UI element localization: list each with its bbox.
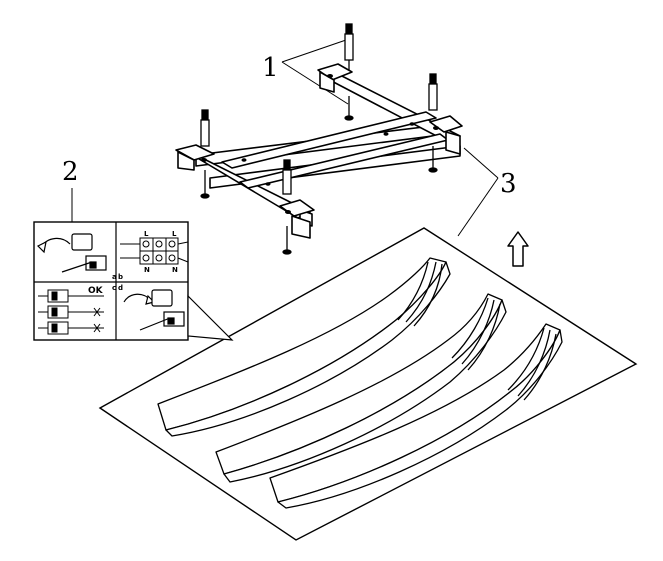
screw-icon: [282, 159, 292, 195]
mounting-bracket: [175, 63, 463, 239]
connector-label-b: b: [118, 273, 123, 281]
callout-3-leaders: [457, 147, 499, 237]
terminal-label-n2: N: [172, 266, 178, 274]
screw-icon: [428, 73, 438, 111]
screw-icon: [344, 96, 354, 121]
terminal-label-l1: L: [144, 230, 149, 238]
screw-anchor-set: [200, 23, 438, 255]
connector-attach-icon: [123, 289, 185, 331]
screw-icon: [428, 146, 438, 173]
callout-1: 1: [262, 53, 279, 83]
connector-label-c: c: [112, 284, 116, 292]
ok-label: OK: [88, 286, 104, 296]
screw-icon: [282, 226, 292, 255]
callout-1-leaders: [281, 39, 349, 105]
connector-insert-icon: [36, 233, 107, 273]
up-arrow-icon: [507, 231, 529, 267]
terminal-label-n1: N: [144, 266, 150, 274]
terminal-block-icon: [120, 237, 189, 265]
screw-icon: [200, 109, 210, 147]
wiring-detail-panel: L L N N a b c d OK: [33, 221, 234, 341]
wire-connector-check-icon: [38, 289, 104, 335]
callout-3: 3: [500, 169, 517, 199]
screw-icon: [200, 170, 210, 199]
screw-icon: [344, 23, 354, 70]
connector-label-d: d: [118, 284, 123, 292]
connector-label-a: a: [112, 273, 117, 281]
bracket-holes: [201, 74, 439, 214]
terminal-label-l2: L: [172, 230, 177, 238]
callout-2: 2: [62, 157, 79, 187]
light-reflectors: [157, 257, 563, 509]
